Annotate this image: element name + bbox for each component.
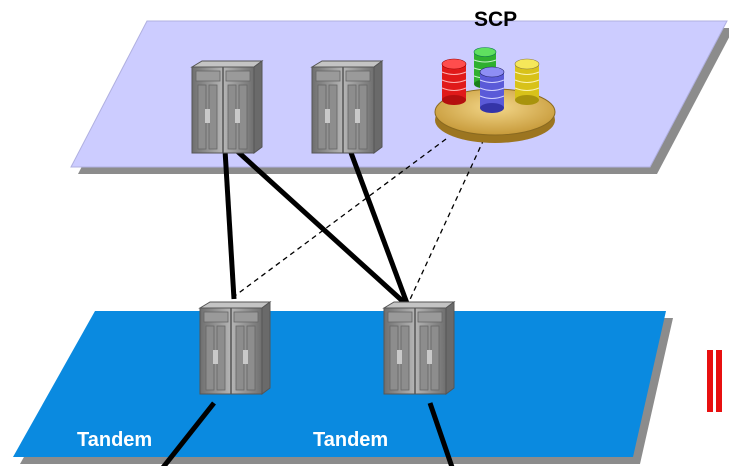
signaling-link-scp-tandem2	[406, 138, 485, 307]
tandem-label-1: Tandem	[77, 429, 153, 451]
trunk-tandem2-down	[427, 402, 455, 466]
trunk-switch1-tandem1	[222, 149, 237, 300]
scp-label: SCP	[474, 8, 518, 31]
upper-plane	[70, 20, 728, 168]
switch-cabinet-icon	[311, 60, 383, 154]
scp-database-icon	[434, 47, 556, 143]
tandem-switch-cabinet-icon	[199, 301, 271, 395]
tandem-label-2: Tandem	[313, 429, 389, 451]
tandem-switch-cabinet-icon	[383, 301, 455, 395]
trunk-switch2-tandem2	[347, 149, 411, 307]
side-marker-left	[707, 350, 713, 412]
lower-plane	[13, 311, 666, 457]
trunk-tandem1-down	[160, 401, 216, 466]
trunk-switch1-tandem2	[234, 148, 410, 308]
side-marker-right	[716, 350, 722, 412]
switch-cabinet-icon	[191, 60, 263, 154]
